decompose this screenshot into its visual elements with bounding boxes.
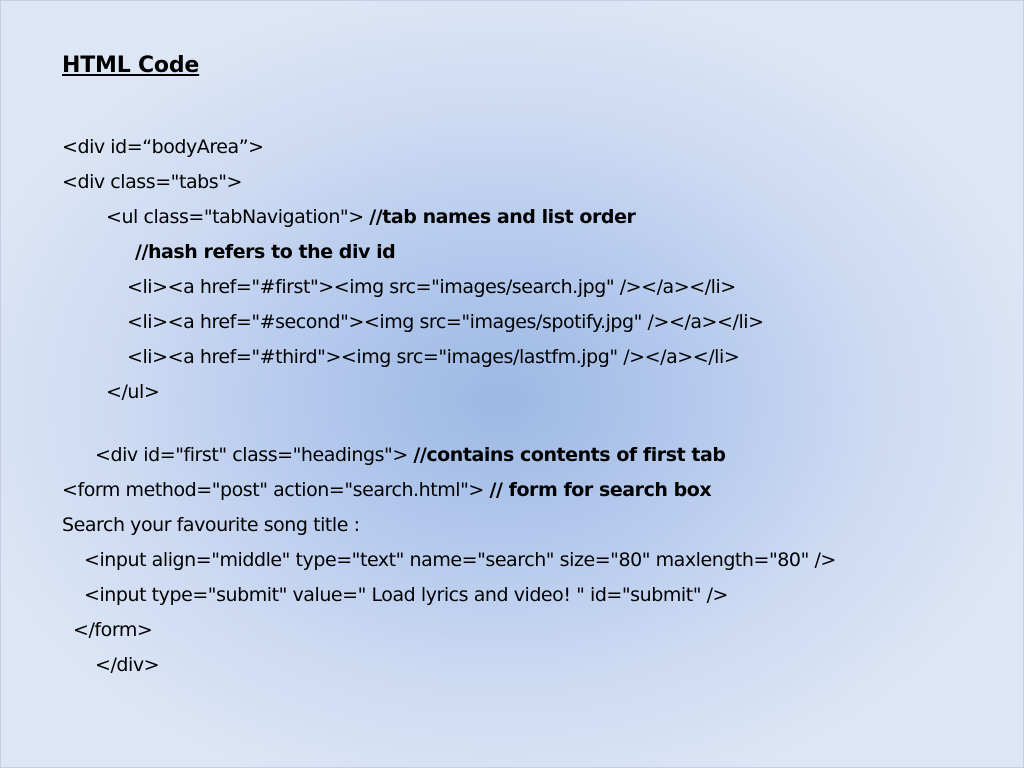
code-line-li-second: <li><a href="#second"><img src="images/s… bbox=[127, 310, 764, 334]
code-line-input-submit: <input type="submit" value=" Load lyrics… bbox=[84, 583, 728, 607]
code-line-div-first: <div id="first" class="headings"> //cont… bbox=[95, 443, 726, 467]
code-line-hash-comment: //hash refers to the div id bbox=[135, 240, 396, 264]
code-line-form-close: </form> bbox=[73, 618, 153, 642]
code-line-ul: <ul class="tabNavigation"> //tab names a… bbox=[106, 205, 636, 229]
code-line-li-third: <li><a href="#third"><img src="images/la… bbox=[127, 345, 740, 369]
code-line-form: <form method="post" action="search.html"… bbox=[62, 478, 712, 502]
code-text: Search your favourite song title : bbox=[62, 514, 360, 536]
code-line-ul-close: </ul> bbox=[106, 380, 160, 404]
code-comment: // form for search box bbox=[489, 479, 712, 501]
code-line-input-text: <input align="middle" type="text" name="… bbox=[84, 548, 836, 572]
code-text: <div class="tabs"> bbox=[62, 171, 242, 193]
code-text: <li><a href="#third"><img src="images/la… bbox=[127, 346, 740, 368]
code-text: <li><a href="#first"><img src="images/se… bbox=[127, 276, 736, 298]
code-line-search-label: Search your favourite song title : bbox=[62, 513, 360, 537]
code-line-body-area: <div id=“bodyArea”> bbox=[62, 135, 264, 159]
code-text: <li><a href="#second"><img src="images/s… bbox=[127, 311, 764, 333]
slide-title: HTML Code bbox=[62, 53, 200, 78]
code-text: </div> bbox=[95, 654, 160, 676]
code-comment: //tab names and list order bbox=[369, 206, 636, 228]
code-comment: //contains contents of first tab bbox=[413, 444, 726, 466]
code-comment: //hash refers to the div id bbox=[135, 241, 396, 263]
code-text: </form> bbox=[73, 619, 153, 641]
code-line-tabs: <div class="tabs"> bbox=[62, 170, 242, 194]
code-text: <div id="first" class="headings"> bbox=[95, 444, 414, 466]
code-text: <form method="post" action="search.html"… bbox=[62, 479, 490, 501]
code-line-li-first: <li><a href="#first"><img src="images/se… bbox=[127, 275, 736, 299]
code-text: <div id=“bodyArea”> bbox=[62, 136, 264, 158]
code-text: </ul> bbox=[106, 381, 160, 403]
code-text: <input type="submit" value=" Load lyrics… bbox=[84, 584, 729, 606]
code-text: <input align="middle" type="text" name="… bbox=[84, 549, 836, 571]
code-text: <ul class="tabNavigation"> bbox=[106, 206, 370, 228]
code-line-div-close: </div> bbox=[95, 653, 160, 677]
